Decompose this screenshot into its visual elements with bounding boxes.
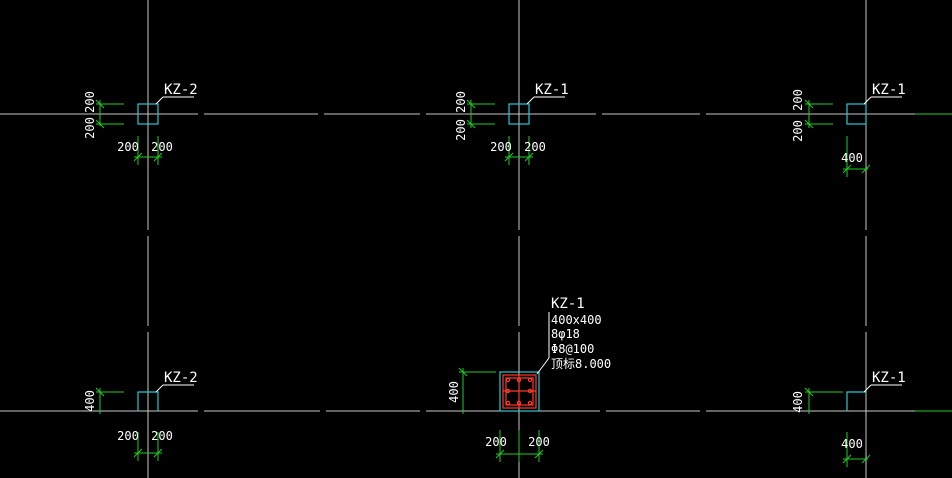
detail-leader — [536, 312, 550, 375]
axis-breaks — [146, 112, 868, 413]
dimension-text: 400 — [447, 381, 461, 403]
dimension-text: 400 — [791, 391, 805, 413]
dimension-text: 200 — [117, 429, 139, 443]
dimension-text: 200 — [791, 89, 805, 111]
dimension-text: 200 — [485, 435, 507, 449]
dimension-text: 400 — [83, 390, 97, 412]
column-leader — [863, 96, 902, 105]
dimension-lines — [95, 387, 163, 461]
dimension-text: 200 — [151, 140, 173, 154]
dimension-text: 200 — [791, 120, 805, 142]
column-label: KZ-1 — [535, 82, 569, 98]
column-c6[interactable]: KZ-1 400 400 — [791, 370, 906, 467]
column-label: KZ-2 — [164, 370, 198, 386]
column-outline[interactable] — [508, 103, 530, 125]
column-outline[interactable] — [499, 371, 540, 412]
dimension-lines — [804, 387, 871, 467]
detail-size: 400x400 — [551, 313, 602, 327]
dimension-text: 200 — [524, 140, 546, 154]
dimension-lines — [804, 99, 871, 177]
dimension-text: 400 — [841, 151, 863, 165]
column-c1[interactable]: KZ-2 200 200 200 200 — [83, 82, 198, 165]
column-outline[interactable] — [846, 103, 867, 125]
column-c4[interactable]: KZ-2 400 200 200 — [83, 370, 198, 461]
dimension-lines — [458, 367, 544, 462]
detail-name: KZ-1 — [551, 296, 585, 312]
detail-rebar: 8φ18 — [551, 327, 580, 341]
column-outline[interactable] — [846, 391, 866, 411]
dimension-text: 200 — [83, 117, 97, 139]
dimension-text: 200 — [454, 119, 468, 141]
dimension-text: 200 — [151, 429, 173, 443]
column-c3[interactable]: KZ-1 200 200 400 — [791, 82, 906, 177]
column-leader — [155, 384, 194, 393]
dimension-text: 400 — [841, 437, 863, 451]
column-detail-annotation: KZ-1 400x400 8φ18 Φ8@100 顶标8.000 — [551, 296, 611, 371]
column-label: KZ-1 — [872, 370, 906, 386]
dimension-text: 200 — [528, 435, 550, 449]
column-leader — [526, 96, 565, 105]
column-leader — [155, 96, 194, 105]
column-leader — [863, 384, 902, 393]
dimension-text: 200 — [490, 140, 512, 154]
detail-elevation: 顶标8.000 — [551, 357, 611, 371]
detail-stirrup: Φ8@100 — [551, 342, 594, 356]
column-outline[interactable] — [137, 103, 159, 125]
dimension-text: 200 — [83, 91, 97, 113]
column-c5[interactable]: 400 200 200 KZ-1 400x400 8φ18 Φ8@100 顶标8… — [447, 296, 611, 462]
rebar-section — [502, 374, 537, 409]
dimension-lines — [95, 99, 163, 165]
column-outline[interactable] — [137, 391, 159, 411]
column-c2[interactable]: KZ-1 200 200 200 200 — [454, 82, 569, 165]
dimension-text: 200 — [117, 140, 139, 154]
column-label: KZ-1 — [872, 82, 906, 98]
column-label: KZ-2 — [164, 82, 198, 98]
dimension-text: 200 — [454, 91, 468, 113]
axis-end-stubs — [915, 113, 952, 412]
dimension-lines — [466, 99, 534, 165]
